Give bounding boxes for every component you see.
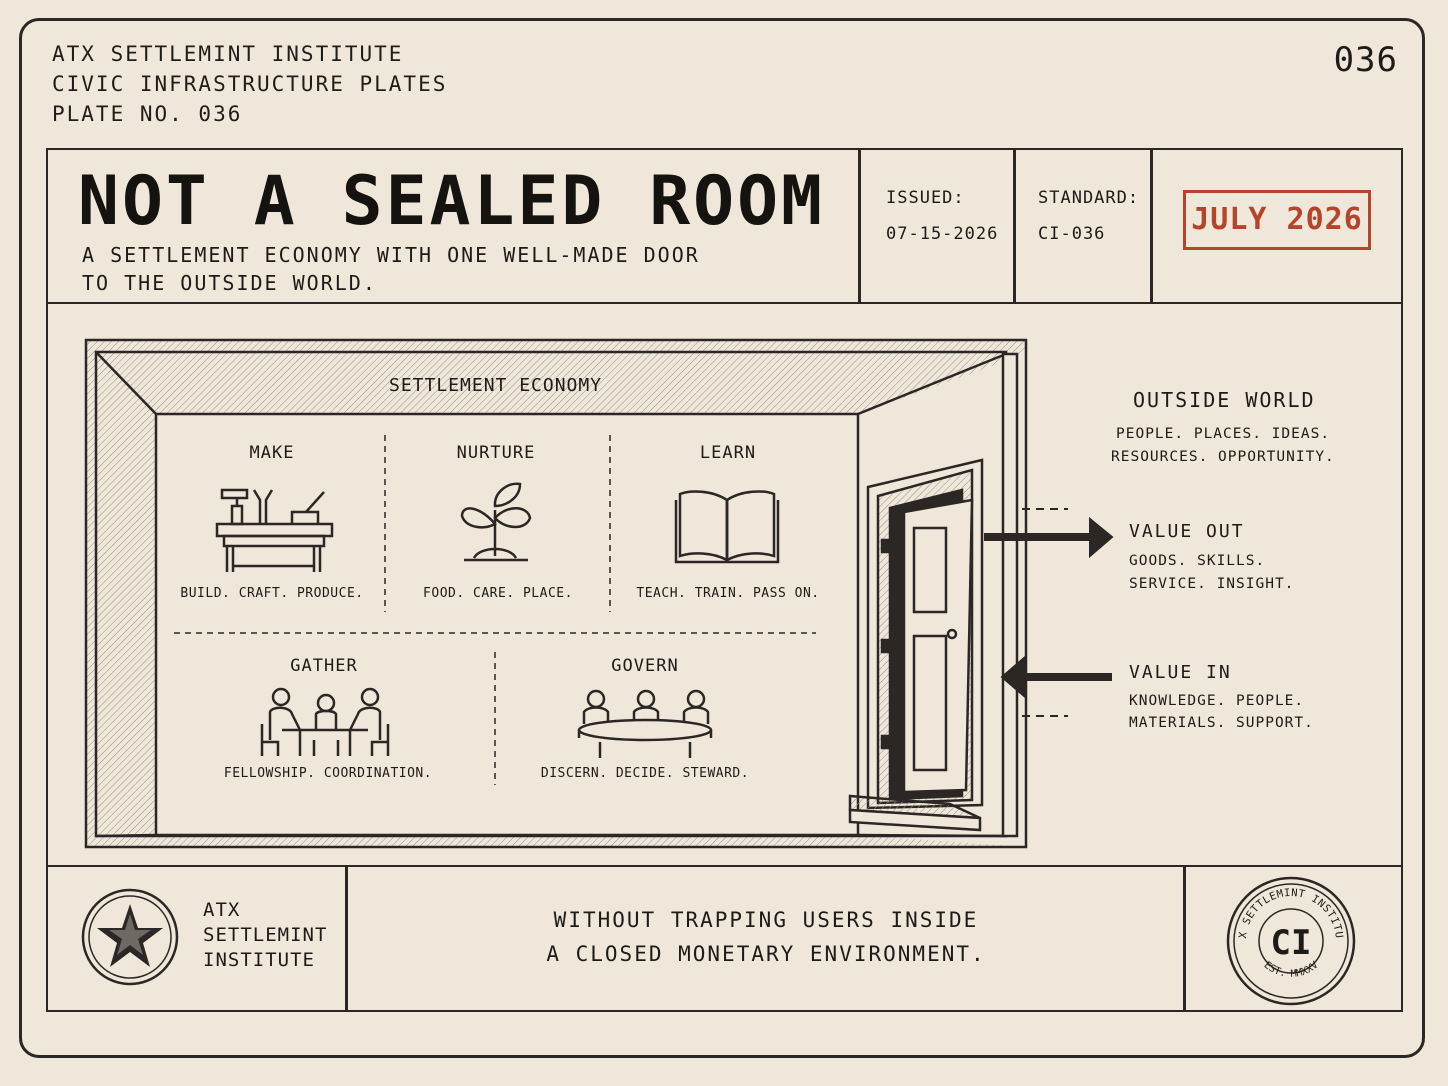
outside-world-line-2: RESOURCES. OPPORTUNITY. xyxy=(1111,449,1335,465)
value-in-line-1: KNOWLEDGE. PEOPLE. xyxy=(1129,693,1305,709)
value-in-line-2: MATERIALS. SUPPORT. xyxy=(1129,715,1314,731)
page-title: NOT A SEALED ROOM xyxy=(78,162,825,241)
divider xyxy=(1150,148,1153,304)
value-out-line-2: SERVICE. INSIGHT. xyxy=(1129,576,1295,592)
value-in-title: VALUE IN xyxy=(1129,662,1232,683)
issued-value: 07-15-2026 xyxy=(886,224,999,244)
room-title: SETTLEMENT ECONOMY xyxy=(389,375,603,396)
divider xyxy=(858,148,861,304)
footer-block xyxy=(46,865,1403,1012)
plate-number: 036 xyxy=(1333,40,1398,80)
round-table-icon xyxy=(577,689,713,758)
section-learn-caption: TEACH. TRAIN. PASS ON. xyxy=(636,586,820,601)
subtitle-line-2: TO THE OUTSIDE WORLD. xyxy=(82,271,377,295)
section-govern-title: GOVERN xyxy=(611,656,679,676)
section-learn-title: LEARN xyxy=(699,443,757,463)
date-stamp: JULY 2026 xyxy=(1183,190,1371,250)
sprout-icon xyxy=(460,482,532,562)
room-walls xyxy=(84,338,1028,849)
section-make-caption: BUILD. CRAFT. PRODUCE. xyxy=(180,586,364,601)
workbench-tools-icon xyxy=(215,488,334,572)
footer-message-line-2: A CLOSED MONETARY ENVIRONMENT. xyxy=(546,942,986,966)
divider xyxy=(1183,865,1186,1012)
footer-institute-line-1: ATX xyxy=(203,899,241,921)
section-make-title: MAKE xyxy=(249,443,295,463)
footer-institute-line-3: INSTITUTE xyxy=(203,949,315,971)
institute-seal: ATX SETTLEMINT INSTITUTE CI EST. MMXXV xyxy=(1224,874,1356,1006)
footer-institute-line-2: SETTLEMINT xyxy=(203,924,328,946)
outside-world-line-1: PEOPLE. PLACES. IDEAS. xyxy=(1116,426,1331,442)
open-book-icon xyxy=(674,490,780,564)
section-nurture-title: NURTURE xyxy=(456,443,536,463)
standard-label: STANDARD: xyxy=(1038,188,1140,208)
outside-world-title: OUTSIDE WORLD xyxy=(1133,388,1316,412)
value-out-title: VALUE OUT xyxy=(1129,521,1245,542)
open-door-icon xyxy=(848,458,984,832)
divider xyxy=(345,865,348,1012)
divider xyxy=(1013,148,1016,304)
subtitle-line-1: A SETTLEMENT ECONOMY WITH ONE WELL-MADE … xyxy=(82,243,700,267)
plate-label: PLATE NO. 036 xyxy=(52,102,243,126)
issued-label: ISSUED: xyxy=(886,188,965,208)
value-in-arrow xyxy=(1000,655,1112,717)
plate-frame xyxy=(19,18,1425,1058)
section-gather-caption: FELLOWSHIP. COORDINATION. xyxy=(223,766,433,781)
seal-center-text: CI xyxy=(1271,923,1312,963)
value-out-arrow xyxy=(984,508,1114,559)
footer-message-line-1: WITHOUT TRAPPING USERS INSIDE xyxy=(553,908,979,932)
section-gather-title: GATHER xyxy=(290,656,358,676)
section-dividers xyxy=(174,435,816,785)
section-nurture-caption: FOOD. CARE. PLACE. xyxy=(423,586,573,601)
series-name: CIVIC INFRASTRUCTURE PLATES xyxy=(52,72,448,96)
value-out-line-1: GOODS. SKILLS. xyxy=(1129,553,1266,569)
section-govern-caption: DISCERN. DECIDE. STEWARD. xyxy=(540,766,750,781)
star-emblem-icon xyxy=(81,888,179,986)
people-at-table-icon xyxy=(260,687,390,756)
institute-name: ATX SETTLEMINT INSTITUTE xyxy=(52,42,404,66)
standard-value: CI-036 xyxy=(1038,224,1106,244)
